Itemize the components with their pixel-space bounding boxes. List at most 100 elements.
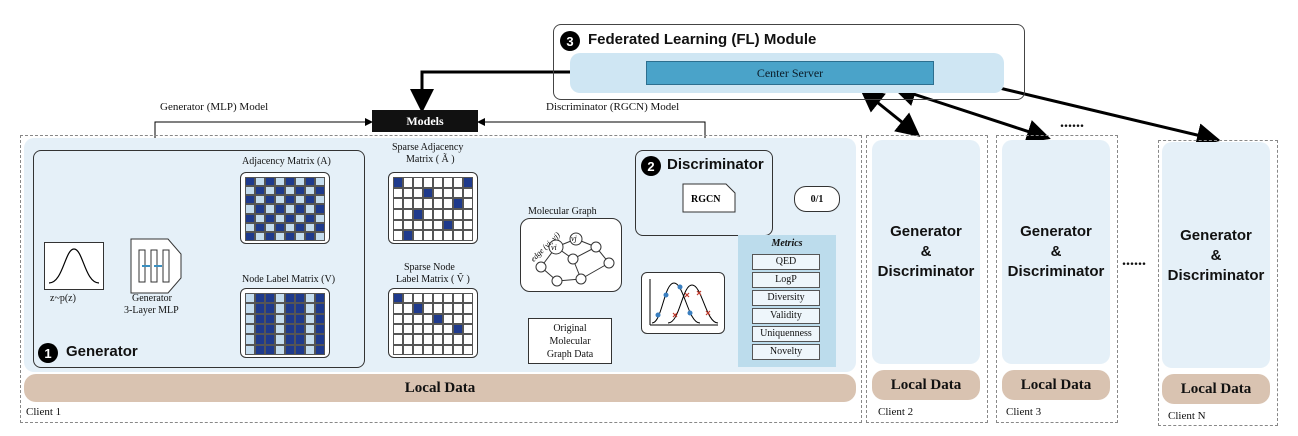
client-n-panel [1162,142,1270,368]
client-n-gd-title: Generator & Discriminator [1162,226,1270,286]
matrix-cell [403,209,413,220]
matrix-cell [433,198,443,209]
matrix-cell [443,344,453,355]
matrix-cell [245,231,255,241]
matrix-cell [393,187,403,199]
matrix-cell [463,344,473,355]
matrix-cell [275,213,285,223]
matrix-cell [443,230,453,241]
matrix-cell [255,213,265,223]
matrix-cell [463,293,473,304]
matrix-cell [393,219,403,231]
fl-module-title: Federated Learning (FL) Module [588,31,817,48]
matrix-cell [453,198,463,209]
metric-diversity: Diversity [752,290,820,306]
matrix-cell [403,198,413,209]
client-2-title-2: Discriminator [877,263,975,280]
matrix-cell [403,230,413,241]
client-3-local-data: Local Data [1002,370,1110,400]
fl-module: 3 Federated Learning (FL) Module Center … [553,24,1025,100]
matrix-cell [403,334,413,345]
matrix-cell [413,177,423,188]
matrix-cell [463,177,473,188]
matrix-cell [433,219,443,231]
mlp-label-1: Generator [132,293,172,304]
matrix-cell [423,209,433,220]
matrix-cell [265,195,275,205]
matrix-cell [443,198,453,209]
matrix-cell [443,293,453,304]
client-3-container [996,135,1118,423]
matrix-cell [423,344,433,355]
matrix-cell [245,324,255,335]
matrix-cell [315,334,325,345]
matrix-cell [245,313,255,324]
matrix-cell [453,334,463,345]
matrix-cell [245,213,255,223]
matrix-cell [265,303,275,314]
sparse-adj-label-2: Matrix ( Ã ) [406,154,455,165]
matrix-cell [255,186,265,196]
matrix-cell [275,195,285,205]
vi-label: vi [551,243,557,252]
original-data-line-1: Original [553,323,587,334]
adjacency-matrix [240,172,330,244]
matrix-cell [403,219,413,231]
matrix-cell [463,303,473,314]
client-n-local-data: Local Data [1162,374,1270,404]
matrix-cell [265,231,275,241]
matrix-cell [305,186,315,196]
matrix-cell [403,177,413,188]
matrix-cell [315,177,325,187]
rgcn-label: RGCN [691,194,721,205]
matrix-cell [275,303,285,314]
matrix-cell [295,204,305,214]
matrix-cell [443,303,453,314]
matrix-cell [265,177,275,187]
matrix-cell [423,324,433,335]
matrix-cell [463,313,473,324]
client-n-amp: & [1210,247,1222,264]
matrix-cell [423,303,433,314]
matrix-cell [255,324,265,335]
matrix-cell [413,334,423,345]
node-label-matrix-label: Node Label Matrix (V) [242,274,336,285]
matrix-cell [413,313,423,324]
matrix-cell [255,303,265,314]
adjacency-matrix-label: Adjacency Matrix (A) [242,156,331,167]
matrix-cell [275,334,285,345]
matrix-cell [305,303,315,314]
matrix-cell [433,334,443,345]
models-box[interactable]: Models [372,110,478,132]
matrix-cell [443,334,453,345]
matrix-cell [413,324,423,335]
metric-qed: QED [752,254,820,270]
matrix-cell [433,344,443,355]
client-3-label: Client 3 [1006,406,1042,418]
matrix-cell [393,334,403,345]
matrix-cell [255,204,265,214]
generator-box [33,150,365,368]
center-server[interactable]: Center Server [646,61,934,85]
matrix-cell [295,222,305,232]
matrix-cell [443,177,453,188]
client-2-local-data: Local Data [872,370,980,400]
clients-ellipsis-top: ...... [1060,114,1084,131]
matrix-cell [255,195,265,205]
generator-link-label: Generator (MLP) Model [160,101,269,113]
matrix-cell [315,213,325,223]
metric-logp: LogP [752,272,820,288]
matrix-cell [295,344,305,355]
matrix-cell [433,209,443,220]
matrix-cell [285,344,295,355]
matrix-cell [423,219,433,231]
matrix-cell [265,186,275,196]
matrix-cell [255,231,265,241]
matrix-cell [423,313,433,324]
matrix-cell [463,230,473,241]
matrix-cell [433,177,443,188]
matrix-cell [305,344,315,355]
matrix-cell [285,313,295,324]
matrix-cell [423,198,433,209]
matrix-cell [265,293,275,304]
